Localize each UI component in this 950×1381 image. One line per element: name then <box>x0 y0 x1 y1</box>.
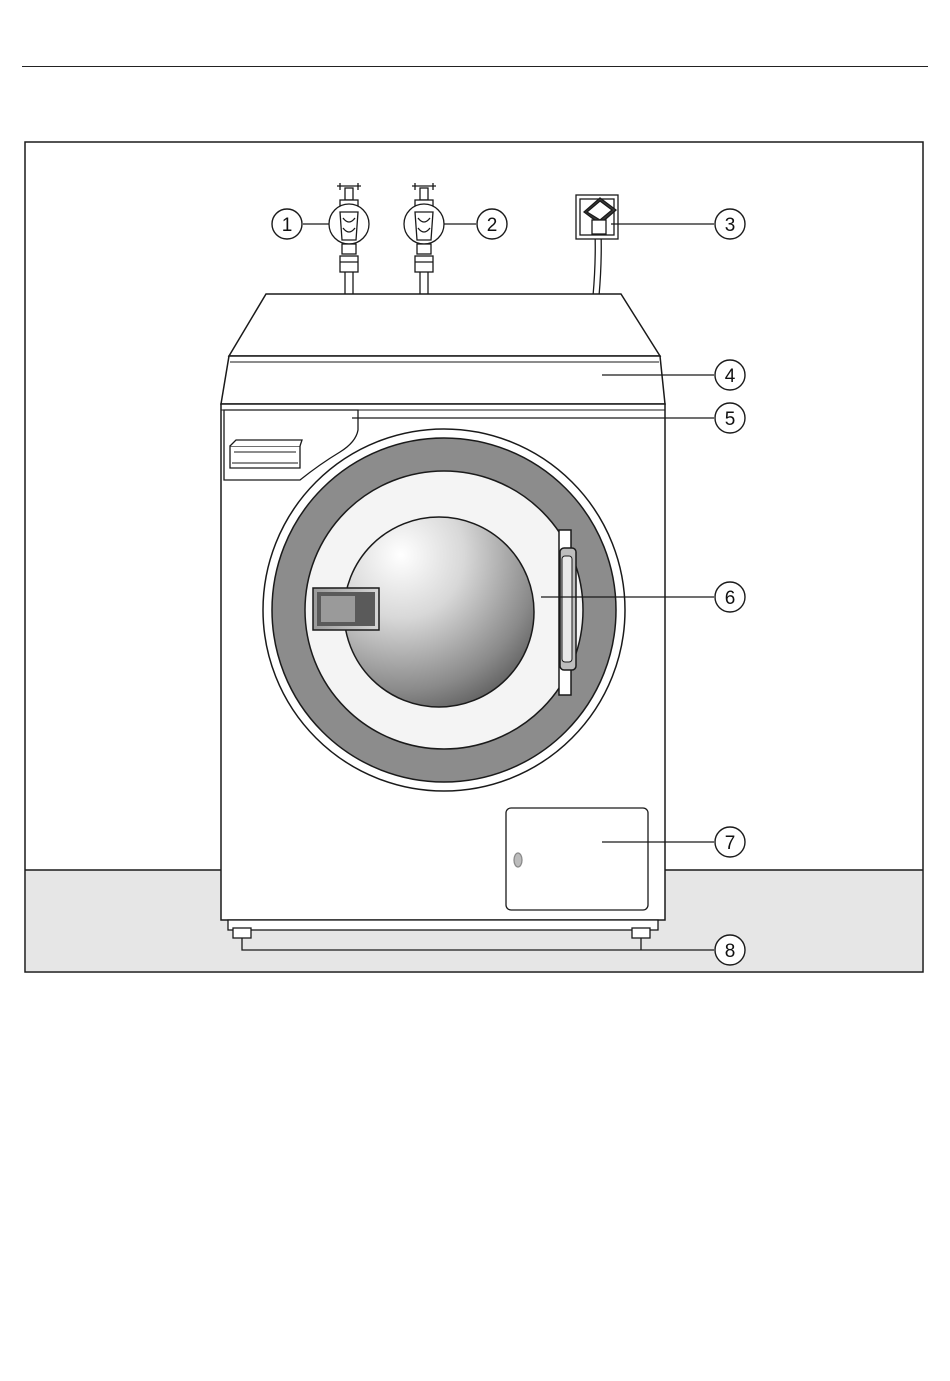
callout-2-label: 2 <box>487 215 498 236</box>
callout-8-label: 8 <box>725 941 736 962</box>
callout-3: 3 <box>715 209 745 239</box>
callout-1-label: 1 <box>282 215 293 236</box>
callout-3-label: 3 <box>725 215 736 236</box>
callout-6: 6 <box>715 582 745 612</box>
callout-4-label: 4 <box>725 366 736 387</box>
callout-7: 7 <box>715 827 745 857</box>
callout-1: 1 <box>272 209 302 239</box>
callout-4: 4 <box>715 360 745 390</box>
callout-2: 2 <box>477 209 507 239</box>
callout-6-label: 6 <box>725 588 736 609</box>
callout-5: 5 <box>715 403 745 433</box>
door <box>263 429 625 791</box>
lid <box>221 294 665 404</box>
callout-5-label: 5 <box>725 409 736 430</box>
callout-8: 8 <box>715 935 745 965</box>
power-socket-icon <box>576 195 618 239</box>
service-flap <box>506 808 648 910</box>
callout-7-label: 7 <box>725 833 736 854</box>
